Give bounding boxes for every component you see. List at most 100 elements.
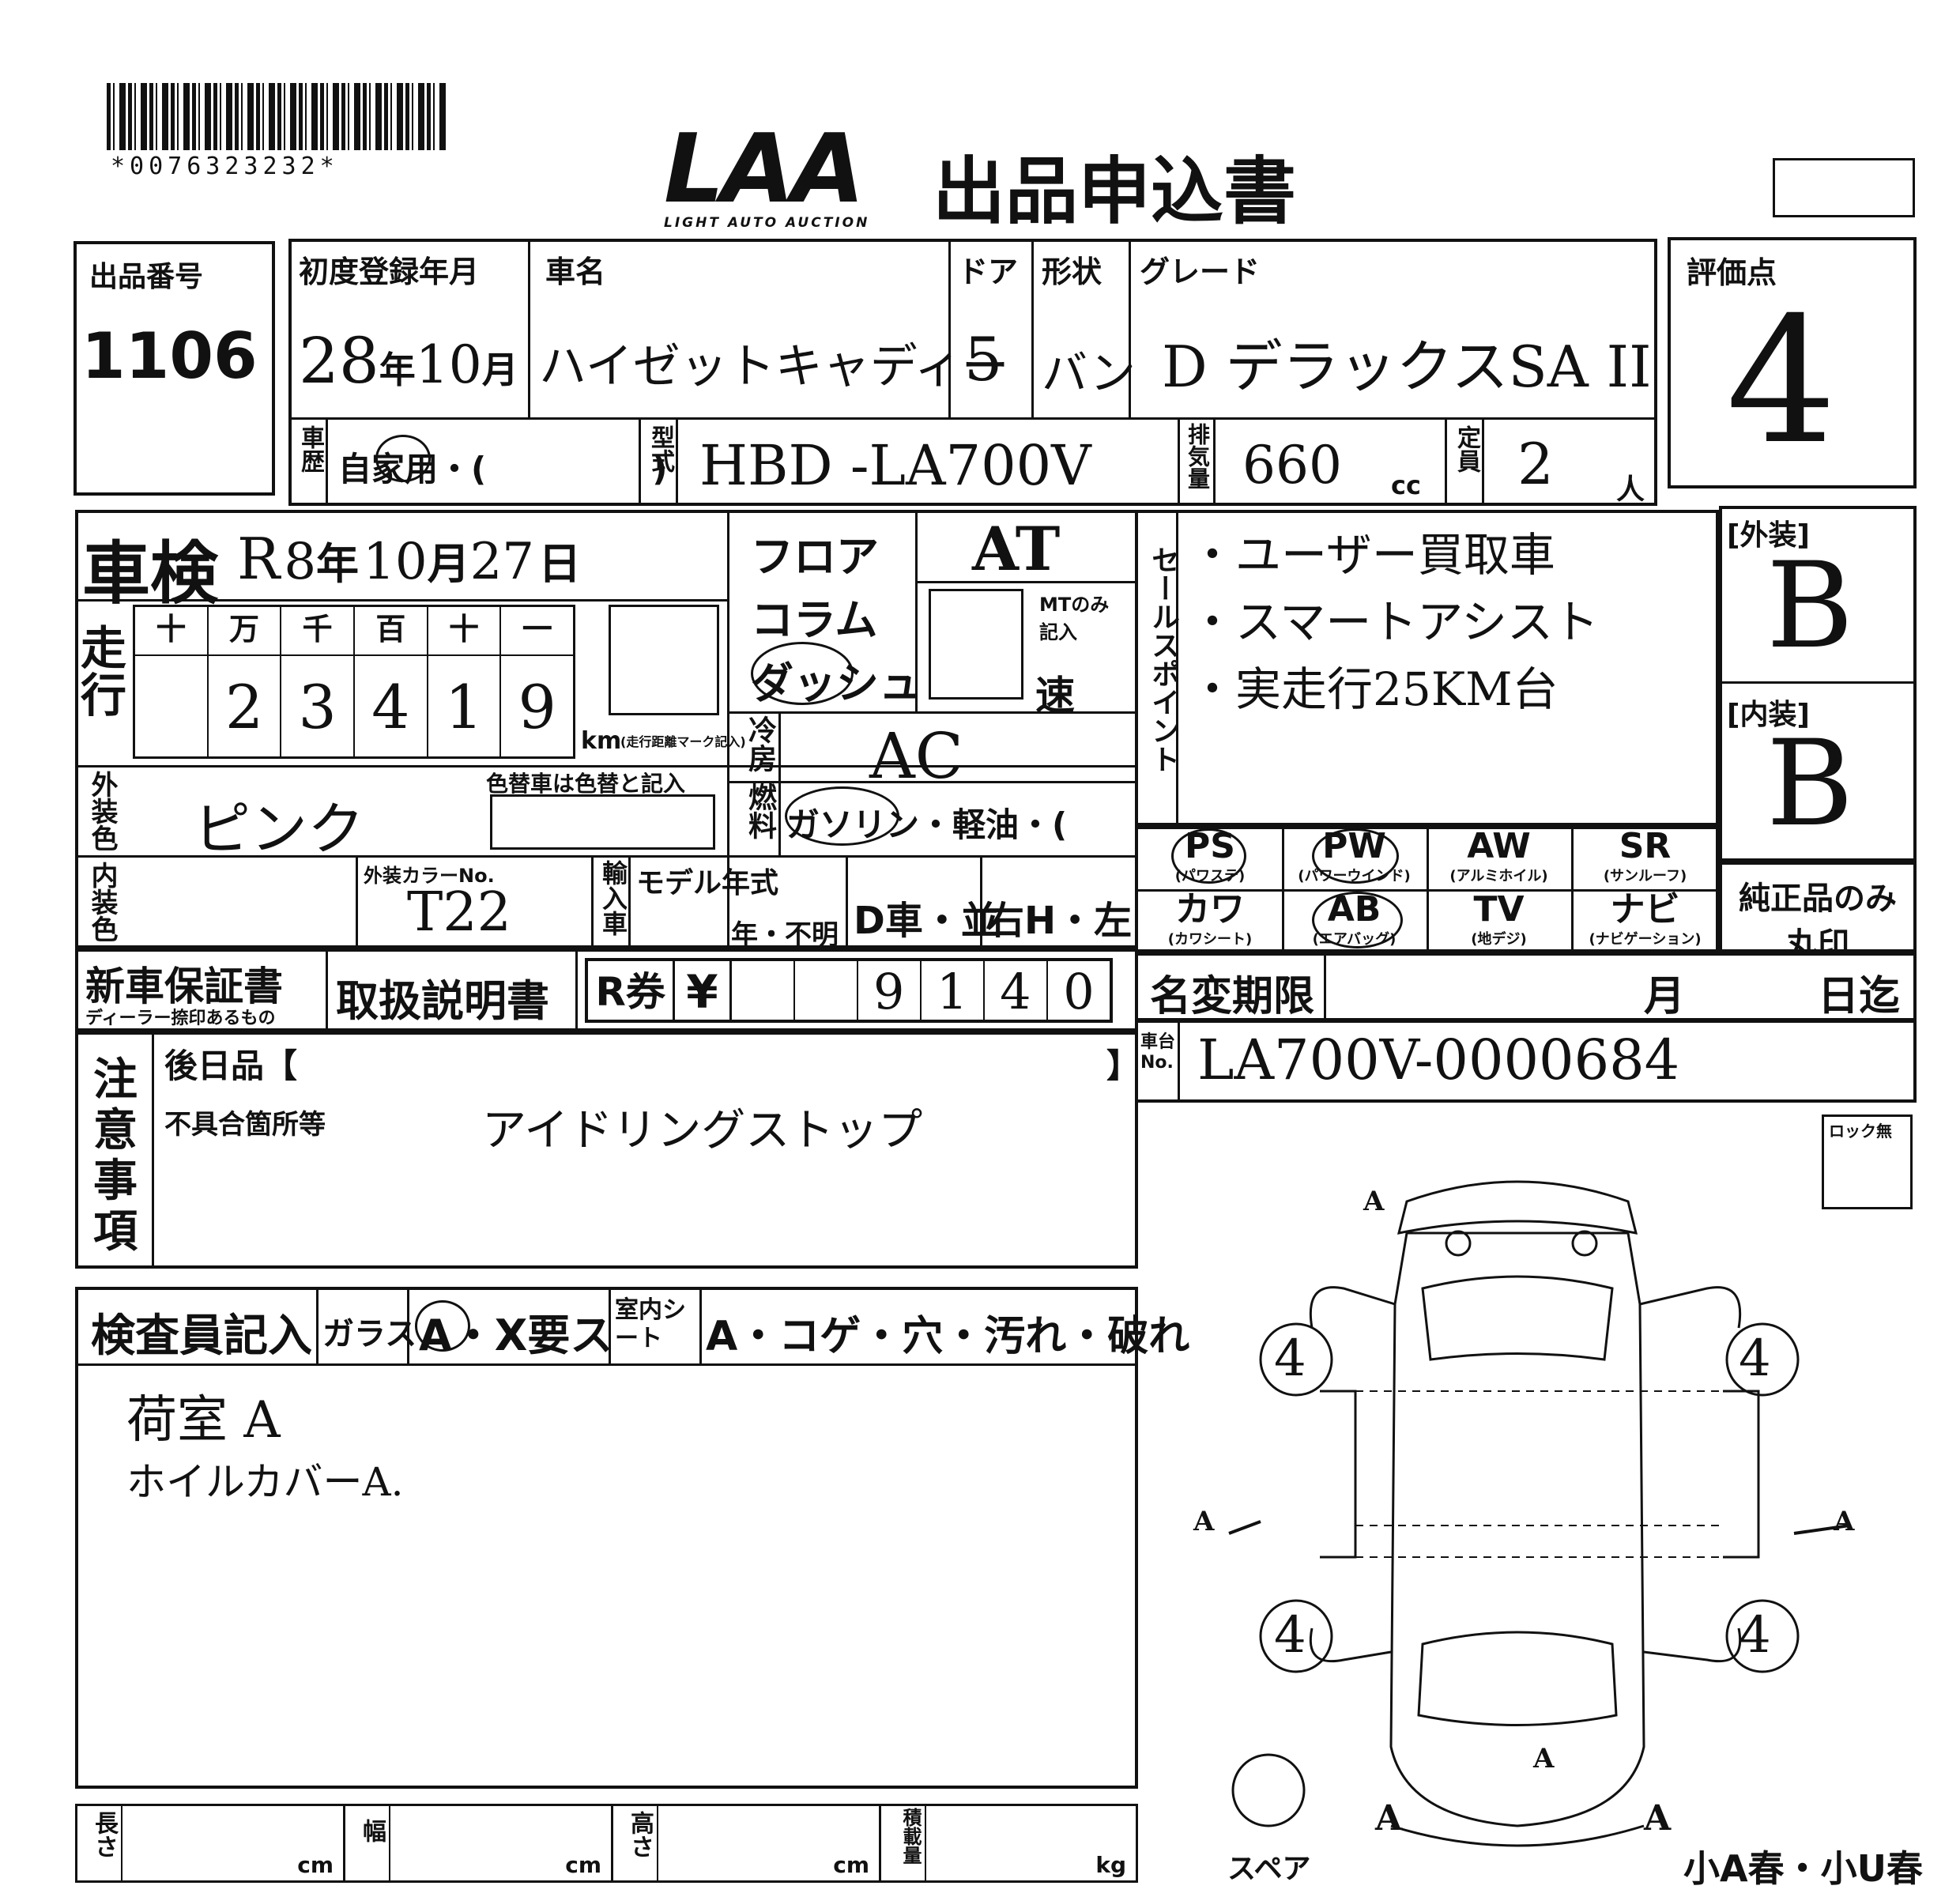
- mileage-header: 千: [280, 607, 353, 654]
- recycle-digit: 9: [858, 961, 922, 1020]
- int-grade-label: [内装]: [1727, 699, 1810, 731]
- damage-arrow-right: [1793, 1524, 1850, 1535]
- inspector-label: 検査員記入: [91, 1311, 312, 1362]
- mileage-header: 十: [156, 612, 187, 647]
- registration-value: 28年10月: [299, 324, 518, 398]
- mileage-unit: km: [581, 727, 622, 755]
- lot-label: 出品番号: [89, 261, 204, 293]
- warranty-sub: ディーラー捺印あるもの: [85, 1009, 276, 1028]
- laa-logo: LAA LIGHT AUTO AUCTION: [664, 115, 869, 232]
- right-rear-fender: [1639, 1286, 1742, 1329]
- chassis-box: [1138, 1020, 1917, 1103]
- grade-box: [1719, 506, 1917, 862]
- model-year-label: モデル年式: [636, 867, 779, 899]
- tire-mark: 4: [1739, 1329, 1771, 1388]
- mileage-digit: 3: [280, 656, 353, 759]
- ext-grade-value: B: [1766, 537, 1854, 675]
- inspection-label: 車検: [82, 534, 218, 613]
- tire-front-right: [1725, 1599, 1800, 1673]
- shift-column: コラム: [751, 595, 878, 645]
- insp-day: 27: [469, 533, 534, 591]
- left-rear-fender: [1309, 1286, 1396, 1329]
- damage-mark: A: [1834, 1506, 1855, 1537]
- glass-label: ガラス: [322, 1316, 417, 1352]
- import-label: 輸入車: [598, 860, 628, 936]
- fuel-circle: [785, 786, 899, 846]
- notes-box: [75, 1031, 1138, 1269]
- dim-unit: cm: [565, 1852, 601, 1878]
- genuine-line1: 純正品のみ: [1739, 881, 1897, 917]
- room-value: A・コゲ・穴・汚れ・破れ: [706, 1313, 1190, 1360]
- inspector-box: [75, 1287, 1138, 1789]
- defects-label: 不具合箇所等: [164, 1109, 326, 1141]
- car-rear-bumper: [1396, 1180, 1638, 1235]
- dim-label: 幅: [345, 1806, 390, 1880]
- damage-mark: A: [1193, 1506, 1215, 1537]
- car-damage-diagram: [1228, 1180, 1850, 1847]
- mileage-header: 一: [499, 607, 573, 654]
- glass-circle: [415, 1300, 470, 1352]
- insp-month-unit: 月: [427, 539, 470, 589]
- spare-tire: [1231, 1753, 1306, 1827]
- insp-day-unit: 日: [538, 539, 582, 589]
- left-front-fender: [1309, 1627, 1392, 1663]
- recycle-digit: [795, 961, 858, 1020]
- dim-unit: kg: [1095, 1852, 1126, 1878]
- color-no-label: 外装カラーNo.: [364, 865, 495, 887]
- sales-point-item: ・スマートアシスト: [1189, 595, 1599, 649]
- later-items-close: 】: [1106, 1047, 1140, 1085]
- equip-code: TV: [1473, 889, 1525, 930]
- vehicle-info-box: [288, 239, 1657, 506]
- mileage-digit: 1: [426, 656, 500, 759]
- manual-label: 取扱説明書: [336, 976, 549, 1026]
- car-name-label: 車名: [545, 255, 606, 289]
- displacement-label: 排気量: [1185, 423, 1211, 489]
- lock-label: ロック無: [1829, 1122, 1892, 1141]
- blank-box: [1773, 158, 1915, 217]
- ab-circle: [1312, 892, 1403, 948]
- dim-unit: cm: [297, 1852, 334, 1878]
- mt-box: [929, 589, 1023, 700]
- exterior-color-value: ピンク: [194, 796, 365, 862]
- capacity-label: 定員: [1453, 425, 1480, 473]
- recycle-digit: 0: [1063, 963, 1095, 1020]
- spare-label: スペア: [1227, 1853, 1311, 1885]
- recycle-digit: [732, 961, 795, 1020]
- left-door: [1320, 1390, 1357, 1559]
- dealer-option: D車・並: [854, 899, 999, 943]
- insp-month: 10: [363, 533, 428, 591]
- model-year-value: 年・不明: [731, 919, 839, 951]
- score-value: 4: [1726, 280, 1837, 482]
- recycle-label: R券: [588, 961, 676, 1020]
- interior-color-label: 内装色: [86, 862, 118, 942]
- dim-unit: cm: [833, 1852, 869, 1878]
- shape-label: 形状: [1042, 255, 1102, 289]
- equip-sub: (ナビゲーション): [1589, 931, 1702, 948]
- model-value: HBD -LA700V: [699, 433, 1091, 498]
- logo-text: LAA: [664, 115, 865, 224]
- aircon-value: AC: [869, 719, 963, 793]
- steering-option: 右H・左H: [986, 899, 1164, 943]
- tire-mark: 4: [1274, 1329, 1306, 1388]
- insp-year: 8: [284, 533, 317, 591]
- equipment-navi: ナビ (ナビゲーション): [1571, 892, 1719, 948]
- mileage-digit: 4: [353, 656, 427, 759]
- dim-label: 高さ: [613, 1806, 658, 1880]
- reg-year-unit: 年: [379, 349, 416, 391]
- later-items-label: 後日品【: [164, 1047, 298, 1085]
- mileage-header: 十: [426, 607, 500, 654]
- displacement-unit: cc: [1391, 470, 1421, 500]
- ps-circle: [1171, 828, 1246, 884]
- remark-line: 荷室 A: [126, 1391, 281, 1450]
- dim-label: 長さ: [77, 1806, 122, 1880]
- sales-point-item: ・ユーザー買取車: [1189, 528, 1555, 582]
- mileage-header: 万: [206, 607, 281, 654]
- fuel-label: 燃料: [744, 783, 776, 839]
- notes-label: 注意事項: [93, 1054, 138, 1258]
- damage-mark: A: [1363, 1186, 1385, 1217]
- equip-sub: (地デジ): [1471, 931, 1527, 948]
- insp-era: R: [237, 526, 281, 592]
- recycle-digit: 1: [922, 961, 985, 1020]
- sales-point-item: ・実走行25KM台: [1189, 662, 1559, 716]
- remark-line: ホイルカバーA.: [126, 1459, 404, 1505]
